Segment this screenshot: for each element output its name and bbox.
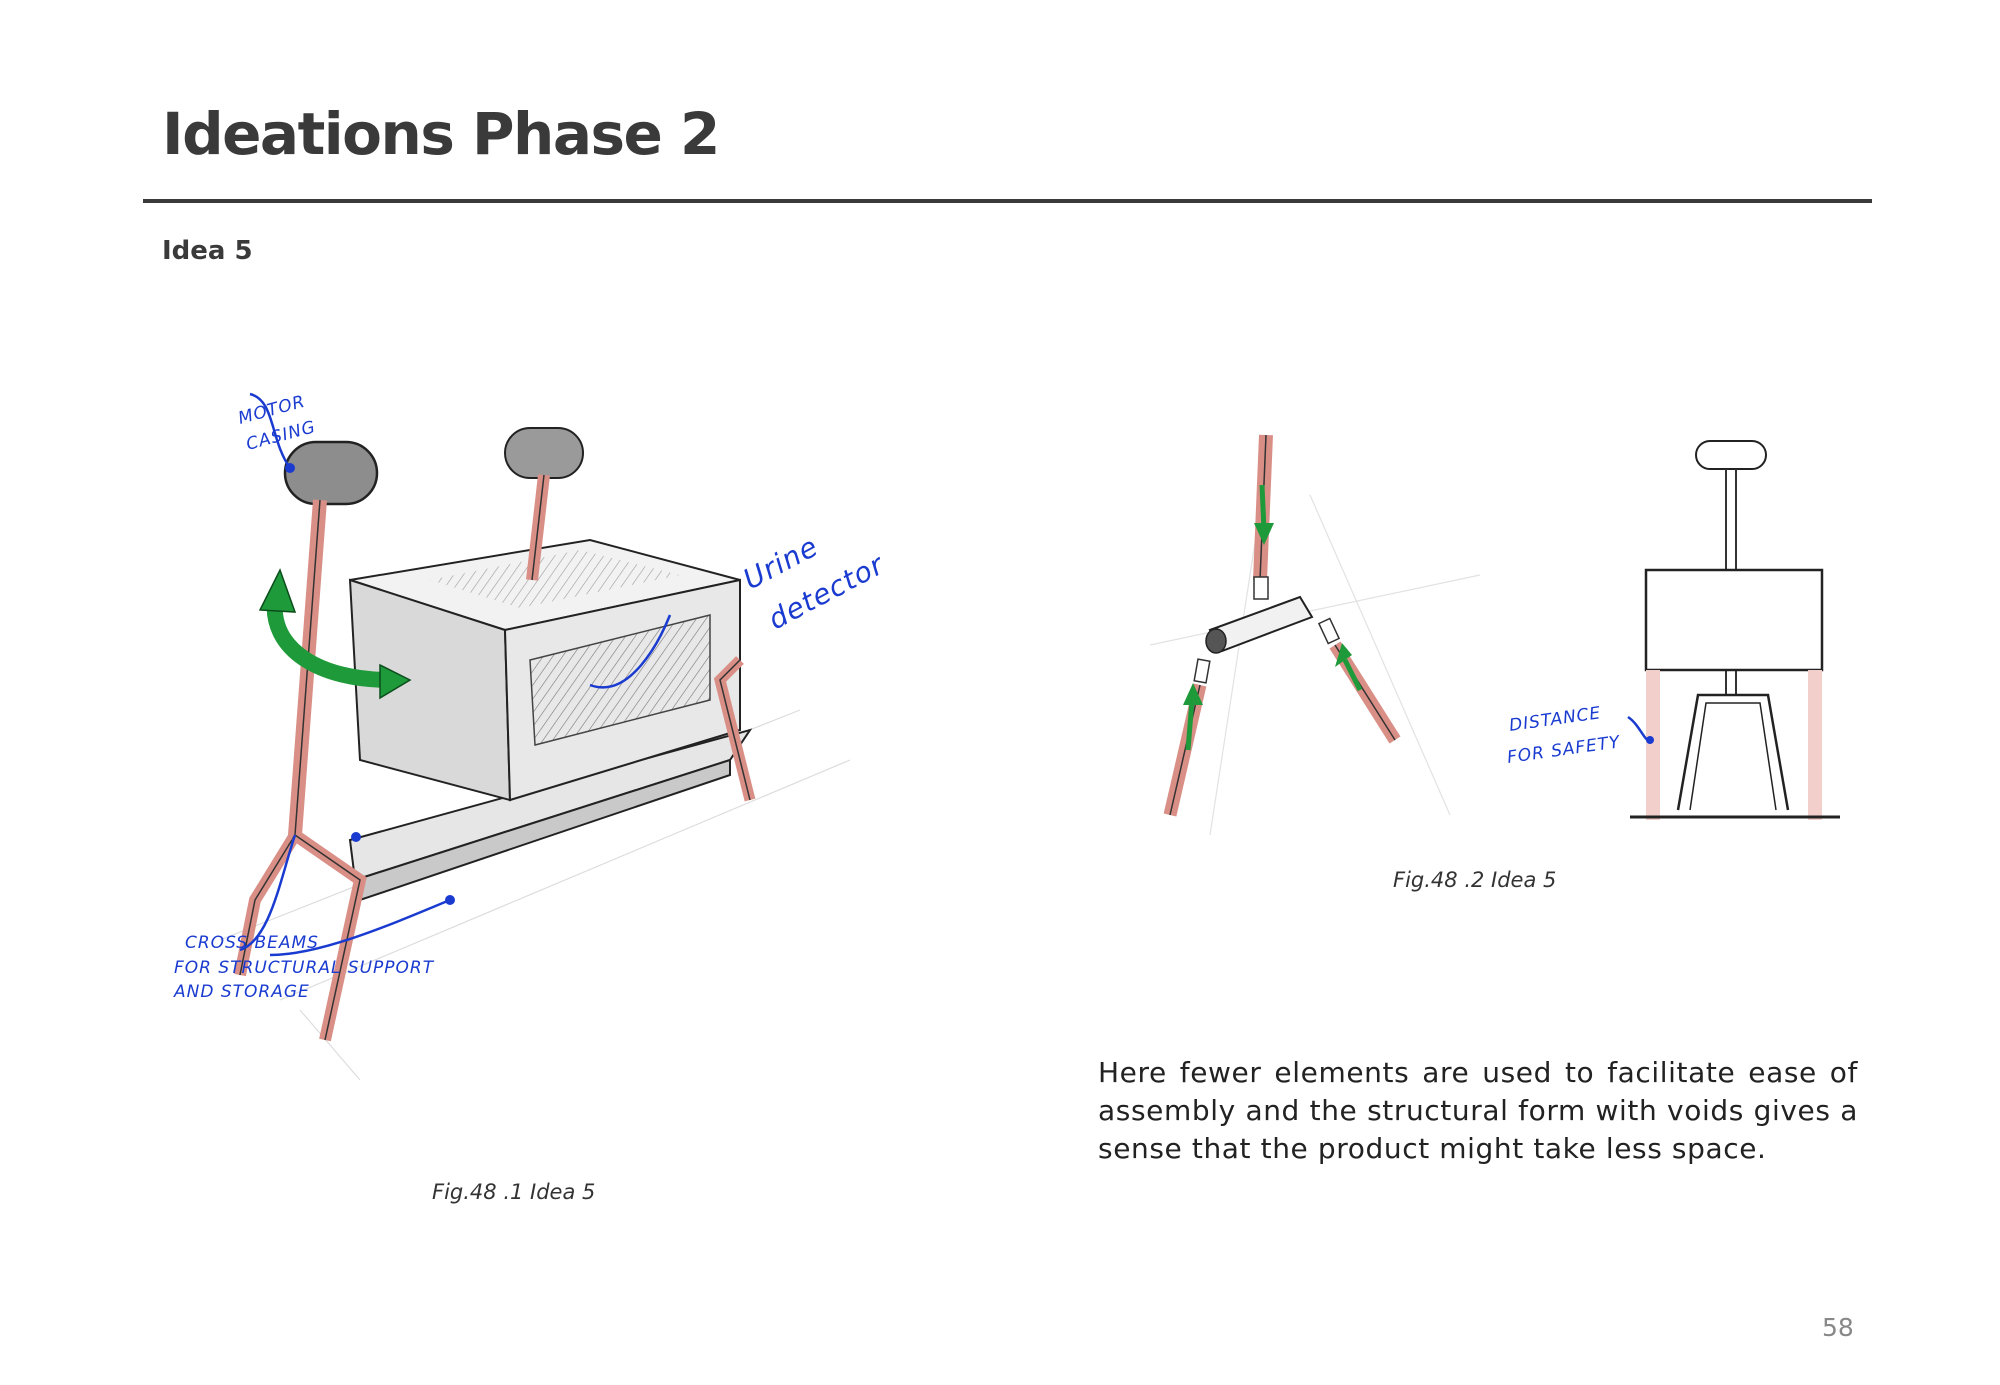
annotation-distance-2: FOR SAFETY [1506, 732, 1622, 768]
description-paragraph: Here fewer elements are used to facilita… [1098, 1056, 1858, 1165]
cot-sketch-illustration: MOTOR CASING Urine detector CROSS BEAMS … [173, 392, 880, 1081]
title-divider [143, 199, 1872, 203]
page-number: 58 [1822, 1313, 1854, 1342]
section-subtitle: Idea 5 [162, 236, 253, 266]
annotation-cross-beams-1: CROSS BEAMS [185, 933, 319, 953]
annotation-distance-1: DISTANCE [1508, 703, 1603, 736]
figure-2-caption: Fig.48 .2 Idea 5 [1393, 868, 1557, 892]
figure-assembly-sketch: DISTANCE FOR SAFETY [1150, 405, 1870, 845]
annotation-cross-beams-3: AND STORAGE [173, 982, 310, 1002]
annotation-cross-beams-2: FOR STRUCTURAL SUPPORT [174, 958, 435, 978]
figure-cot-sketch: MOTOR CASING Urine detector CROSS BEAMS … [160, 380, 880, 1100]
page-title: Ideations Phase 2 [162, 100, 720, 168]
assembly-sketch-illustration: DISTANCE FOR SAFETY [1150, 434, 1840, 836]
figure-1-caption: Fig.48 .1 Idea 5 [432, 1180, 596, 1204]
